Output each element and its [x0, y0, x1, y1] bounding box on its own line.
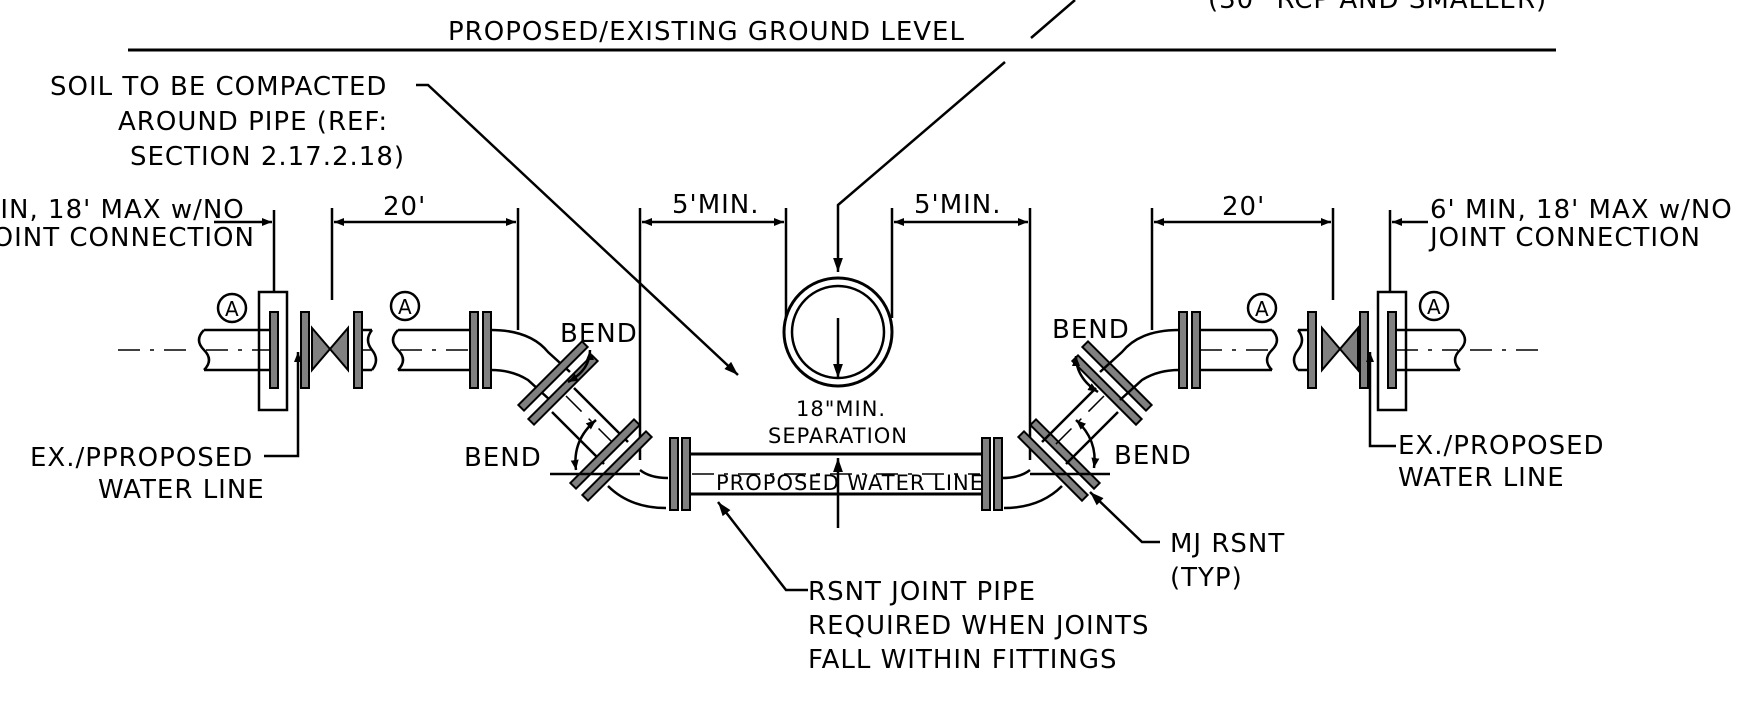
top-note-leader-lower: [833, 61, 1006, 272]
svg-text:A: A: [1427, 295, 1441, 319]
right-upper-bend: [1099, 328, 1180, 401]
ex-right-label-line2: WATER LINE: [1398, 463, 1565, 493]
left-lower-bend: [607, 468, 669, 510]
right-upper-bend-arc: [1072, 355, 1099, 394]
top-note-fragment: (30" RCP AND SMALLER): [1208, 0, 1547, 15]
crossing-pipe-outer: [782, 276, 894, 388]
left-flange-3: [353, 311, 363, 389]
mj-rsnt-line1: MJ RSNT: [1170, 529, 1285, 559]
proposed-flange-left-2: [681, 437, 691, 511]
left-valve: [311, 325, 349, 373]
right-flange-3: [1307, 311, 1317, 389]
ex-left-leader: [264, 352, 302, 458]
soil-note-line2: AROUND PIPE (REF:: [118, 107, 388, 137]
marker-a-4: A: [1418, 290, 1450, 322]
marker-a-3: A: [1246, 292, 1278, 324]
rsnt-note-line2: REQUIRED WHEN JOINTS: [808, 611, 1149, 641]
right-pipe-3: [1200, 328, 1279, 372]
ex-right-label-line1: EX./PROPOSED: [1398, 431, 1605, 461]
proposed-flange-left-1: [669, 437, 679, 511]
right-bend-flange-1: [1080, 339, 1154, 413]
left-flange-1: [269, 311, 279, 389]
mj-rsnt-line2: (TYP): [1170, 563, 1243, 593]
right-minmax-line1: 6' MIN, 18' MAX w/NO: [1430, 195, 1733, 225]
ground-level-label: PROPOSED/EXISTING GROUND LEVEL: [448, 17, 965, 47]
dim-20-left-label: 20': [383, 192, 426, 222]
mj-rsnt-leader: [1089, 491, 1160, 544]
right-lower-bend-label: BEND: [1114, 441, 1192, 471]
separation-label-line2: SEPARATION: [768, 424, 908, 448]
right-diagonal-pipe: [1041, 387, 1119, 465]
left-bend-flange-4: [580, 429, 654, 503]
svg-text:A: A: [225, 297, 239, 321]
right-minmax-line2: JOINT CONNECTION: [1428, 223, 1701, 253]
right-bend-flange-4: [1016, 429, 1090, 503]
right-pipe-1: [1396, 328, 1467, 372]
right-lower-bend: [1001, 468, 1063, 510]
left-flange-5: [482, 311, 492, 389]
marker-a-1: A: [216, 292, 248, 324]
proposed-flange-right-2: [993, 437, 1003, 511]
soil-note-line1: SOIL TO BE COMPACTED: [50, 72, 387, 102]
left-lower-bend-arc: [570, 419, 597, 471]
left-minmax-line2: JOINT CONNECTION: [0, 223, 255, 253]
svg-text:A: A: [1255, 297, 1269, 321]
right-lower-bend-arc: [1075, 419, 1100, 469]
dim-5min-left-label: 5'MIN.: [672, 190, 760, 220]
dim-20-right-label: 20': [1222, 192, 1265, 222]
proposed-flange-right-1: [981, 437, 991, 511]
ex-left-label-line2: WATER LINE: [98, 475, 265, 505]
top-note-leader: [1030, 0, 1076, 39]
rsnt-note-line3: FALL WITHIN FITTINGS: [808, 645, 1117, 675]
left-flange-2: [300, 311, 310, 389]
left-upper-bend-label: BEND: [560, 319, 638, 349]
dim-5min-right-label: 5'MIN.: [914, 190, 1002, 220]
right-upper-bend-label: BEND: [1052, 315, 1130, 345]
right-pipe-2-stub: [1292, 328, 1308, 372]
right-sleeve: [1376, 290, 1408, 412]
right-valve: [1321, 325, 1359, 373]
left-flange-4: [469, 311, 479, 389]
right-flange-4: [1191, 311, 1201, 389]
rsnt-note-line1: RSNT JOINT PIPE: [808, 577, 1036, 607]
ex-right-leader: [1366, 352, 1396, 448]
left-upper-bend: [490, 328, 571, 401]
separation-label-line1: 18"MIN.: [796, 397, 886, 421]
right-flange-1: [1387, 311, 1397, 389]
proposed-water-line-label: PROPOSED WATER LINE: [716, 471, 984, 495]
right-flange-5: [1178, 311, 1188, 389]
left-bend-flange-3: [568, 417, 642, 491]
right-flange-2: [1359, 311, 1369, 389]
left-sleeve: [257, 290, 289, 412]
left-lower-bend-label: BEND: [464, 443, 542, 473]
ex-left-label-line1: EX./PPROPOSED: [30, 443, 253, 473]
soil-note-leader: [416, 83, 739, 376]
left-pipe-3: [391, 328, 470, 372]
left-minmax-line1: 6' MIN, 18' MAX w/NO: [0, 195, 245, 225]
rsnt-note-leader: [717, 501, 808, 592]
marker-a-2: A: [389, 290, 421, 322]
svg-text:A: A: [398, 295, 412, 319]
left-upper-bend-arc: [567, 349, 594, 384]
soil-note-line3: SECTION 2.17.2.18): [130, 142, 405, 172]
